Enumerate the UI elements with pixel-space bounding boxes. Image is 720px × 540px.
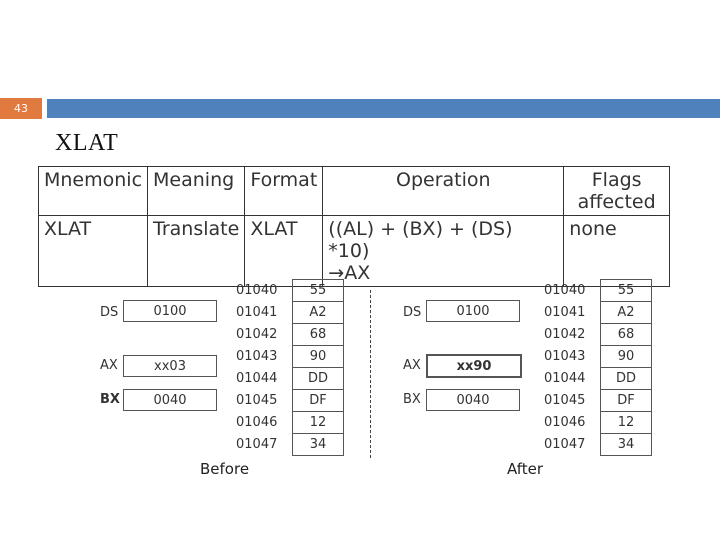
table-row: 01047 34 bbox=[544, 433, 652, 456]
before-ds-label: DS bbox=[100, 305, 119, 320]
mem-address: 01043 bbox=[544, 349, 586, 364]
mem-value: A2 bbox=[600, 301, 652, 324]
before-ax-label: AX bbox=[100, 358, 118, 373]
table-row: 01042 68 bbox=[544, 323, 652, 346]
after-caption: After bbox=[507, 460, 544, 478]
header-bar bbox=[47, 99, 720, 118]
table-header-row: Mnemonic Meaning Format Operation Flags … bbox=[37, 166, 670, 216]
mem-value: 55 bbox=[292, 279, 344, 302]
mem-address: 01042 bbox=[544, 327, 586, 342]
mem-address: 01045 bbox=[236, 393, 278, 408]
mem-value: DF bbox=[600, 389, 652, 412]
cell-mnemonic: XLAT bbox=[37, 215, 149, 287]
table-row: XLAT Translate XLAT ((AL) + (BX) + (DS) … bbox=[37, 215, 670, 287]
mem-address: 01044 bbox=[236, 371, 278, 386]
table-row: 01047 34 bbox=[236, 433, 344, 456]
table-row: 01041 A2 bbox=[544, 301, 652, 324]
before-caption: Before bbox=[200, 460, 250, 478]
cell-format: XLAT bbox=[244, 215, 324, 287]
mem-address: 01042 bbox=[236, 327, 278, 342]
mem-value: 68 bbox=[600, 323, 652, 346]
operation-line-1: ((AL) + (BX) + (DS) *10) bbox=[328, 218, 513, 262]
cell-flags: none bbox=[563, 215, 670, 287]
slide-title: XLAT bbox=[55, 130, 119, 156]
mem-address: 01040 bbox=[544, 283, 586, 298]
mem-value: DF bbox=[292, 389, 344, 412]
table-row: 01045 DF bbox=[544, 389, 652, 412]
mem-value: 90 bbox=[292, 345, 344, 368]
mem-address: 01047 bbox=[544, 437, 586, 452]
header-meaning: Meaning bbox=[147, 166, 246, 216]
after-ax-value: xx90 bbox=[426, 354, 522, 378]
operation-line-2: →AX bbox=[328, 262, 371, 284]
before-ds-value: 0100 bbox=[123, 300, 217, 322]
mem-value: 34 bbox=[292, 433, 344, 456]
mem-value: 55 bbox=[600, 279, 652, 302]
table-row: 01042 68 bbox=[236, 323, 344, 346]
table-row: 01043 90 bbox=[544, 345, 652, 368]
header-operation: Operation bbox=[322, 166, 565, 216]
after-bx-value: 0040 bbox=[426, 389, 520, 411]
mem-address: 01044 bbox=[544, 371, 586, 386]
mem-address: 01047 bbox=[236, 437, 278, 452]
before-bx-value: 0040 bbox=[123, 389, 217, 411]
before-ax-value: xx03 bbox=[123, 355, 217, 377]
table-row: 01046 12 bbox=[544, 411, 652, 434]
table-row: 01044 DD bbox=[544, 367, 652, 390]
mem-value: 34 bbox=[600, 433, 652, 456]
dashed-divider bbox=[370, 290, 371, 458]
table-row: 01044 DD bbox=[236, 367, 344, 390]
table-row: 01041 A2 bbox=[236, 301, 344, 324]
table-row: 01045 DF bbox=[236, 389, 344, 412]
slide-number: 43 bbox=[0, 98, 42, 119]
before-bx-label: BX bbox=[100, 392, 120, 407]
table-row: 01046 12 bbox=[236, 411, 344, 434]
table-row: 01040 55 bbox=[236, 279, 344, 302]
header-flags: Flags affected bbox=[563, 166, 670, 216]
header-format: Format bbox=[244, 166, 324, 216]
mem-value: 68 bbox=[292, 323, 344, 346]
mem-value: 90 bbox=[600, 345, 652, 368]
mem-address: 01045 bbox=[544, 393, 586, 408]
mem-address: 01041 bbox=[544, 305, 586, 320]
mem-address: 01043 bbox=[236, 349, 278, 364]
mem-value: DD bbox=[600, 367, 652, 390]
cell-operation: ((AL) + (BX) + (DS) *10) →AX bbox=[322, 215, 565, 287]
mem-value: DD bbox=[292, 367, 344, 390]
mem-address: 01046 bbox=[236, 415, 278, 430]
cell-meaning: Translate bbox=[147, 215, 246, 287]
mem-value: 12 bbox=[292, 411, 344, 434]
after-bx-label: BX bbox=[403, 392, 421, 407]
after-ax-label: AX bbox=[403, 358, 421, 373]
table-row: 01043 90 bbox=[236, 345, 344, 368]
mem-address: 01040 bbox=[236, 283, 278, 298]
after-ds-label: DS bbox=[403, 305, 422, 320]
mem-value: A2 bbox=[292, 301, 344, 324]
table-row: 01040 55 bbox=[544, 279, 652, 302]
mem-value: 12 bbox=[600, 411, 652, 434]
mem-address: 01041 bbox=[236, 305, 278, 320]
after-ds-value: 0100 bbox=[426, 300, 520, 322]
mem-address: 01046 bbox=[544, 415, 586, 430]
instruction-table: Mnemonic Meaning Format Operation Flags … bbox=[37, 166, 670, 287]
header-mnemonic: Mnemonic bbox=[37, 166, 149, 216]
